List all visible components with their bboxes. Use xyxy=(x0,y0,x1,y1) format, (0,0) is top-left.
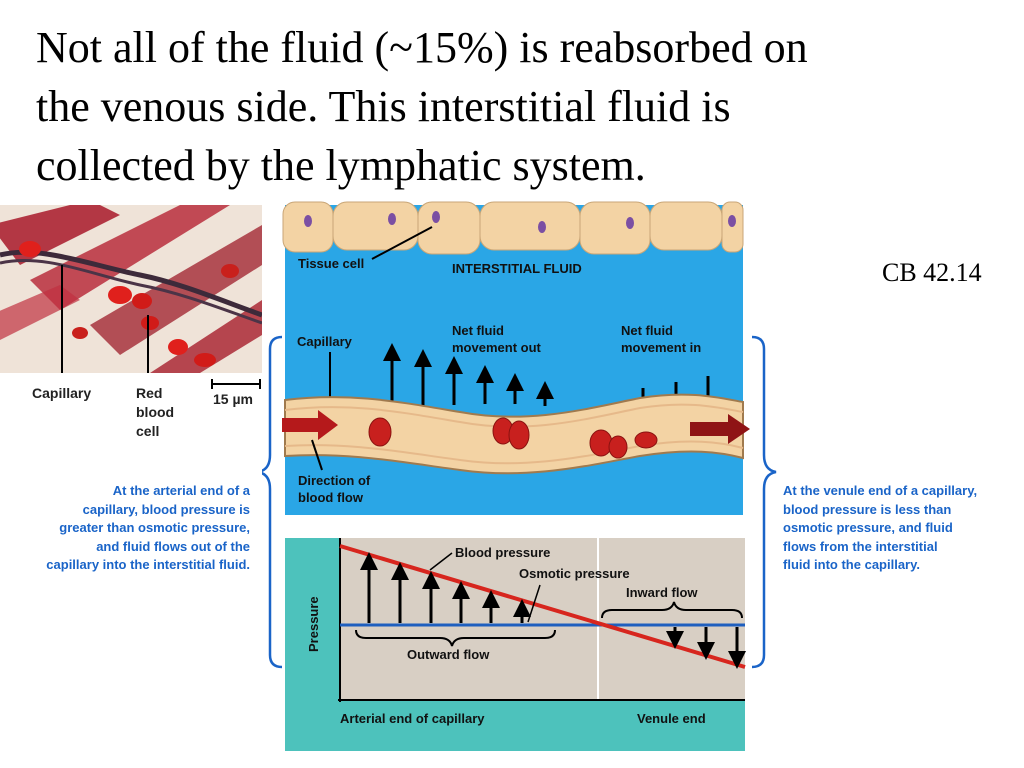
pressure-axis-label: Pressure xyxy=(306,596,321,652)
net-out-line: movement out xyxy=(452,340,542,355)
inward-flow-arrows xyxy=(666,627,746,669)
scale-bar-label: 15 µm xyxy=(213,391,253,407)
label-red-blood-cell: Red blood cell xyxy=(136,384,174,441)
direction-line: Direction of xyxy=(298,473,371,488)
capillary-exchange-diagram: Tissue cell INTERSTITIAL FLUID Capillary… xyxy=(262,201,777,751)
net-in-label: Net fluid movement in xyxy=(621,323,701,355)
capillary-label: Capillary xyxy=(297,334,353,349)
net-out-label: Net fluid movement out xyxy=(452,323,542,355)
label-line: cell xyxy=(136,423,160,439)
note-line: fluid into the capillary. xyxy=(783,557,920,572)
note-line: capillary into the interstitial fluid. xyxy=(46,557,250,572)
note-line: capillary, blood pressure is xyxy=(82,501,250,517)
net-in-line: movement in xyxy=(621,340,701,355)
scale-bar: 15 µm xyxy=(211,379,261,407)
figure-reference: CB 42.14 xyxy=(882,258,982,287)
interstitial-fluid-label: INTERSTITIAL FLUID xyxy=(452,261,582,276)
note-line: osmotic pressure, and fluid xyxy=(783,520,953,535)
note-line: flows from the interstitial xyxy=(783,538,938,554)
venule-end-label: Venule end xyxy=(637,711,706,726)
inward-flow-label: Inward flow xyxy=(626,585,698,600)
note-line: and fluid flows out of the xyxy=(96,538,250,554)
slide-title: Not all of the fluid (~15%) is reabsorbe… xyxy=(36,18,996,195)
capillary-micrograph xyxy=(0,205,262,373)
blood-flow-in-arrow xyxy=(282,410,338,440)
tissue-cell-label: Tissue cell xyxy=(298,256,364,271)
label-line: blood xyxy=(136,404,175,420)
left-bracket xyxy=(262,335,283,669)
title-line: collected by the lymphatic system. xyxy=(36,141,646,190)
inward-flow-brace xyxy=(601,601,743,619)
note-line: greater than osmotic pressure, xyxy=(59,520,250,535)
note-line: At the arterial end of a xyxy=(112,483,250,498)
osmotic-pressure-label: Osmotic pressure xyxy=(519,566,630,581)
label-capillary-micro: Capillary xyxy=(32,385,92,401)
venule-end-note: At the venule end of a capillary, blood … xyxy=(783,482,1023,575)
right-bracket xyxy=(751,335,777,669)
blood-pressure-label: Blood pressure xyxy=(455,545,550,560)
title-line: the venous side. This interstitial fluid… xyxy=(36,82,731,131)
red-blood-cells xyxy=(368,417,658,459)
note-line: At the venule end of a capillary, xyxy=(783,483,978,498)
direction-line: blood flow xyxy=(298,490,364,505)
note-line: blood pressure is less than xyxy=(783,501,952,517)
label-line: Red xyxy=(136,385,163,401)
net-in-line: Net fluid xyxy=(621,323,673,338)
net-out-arrows xyxy=(383,343,554,410)
arterial-end-label: Arterial end of capillary xyxy=(340,711,485,726)
title-line: Not all of the fluid (~15%) is reabsorbe… xyxy=(36,23,808,72)
net-out-line: Net fluid xyxy=(452,323,504,338)
outward-flow-label: Outward flow xyxy=(407,647,490,662)
direction-label: Direction of blood flow xyxy=(298,473,374,505)
tissue-cells xyxy=(282,201,744,255)
outward-flow-brace xyxy=(355,629,556,647)
blood-flow-out-arrow xyxy=(690,414,750,444)
arterial-end-note: At the arterial end of a capillary, bloo… xyxy=(0,482,250,575)
outward-flow-arrows xyxy=(360,552,531,623)
